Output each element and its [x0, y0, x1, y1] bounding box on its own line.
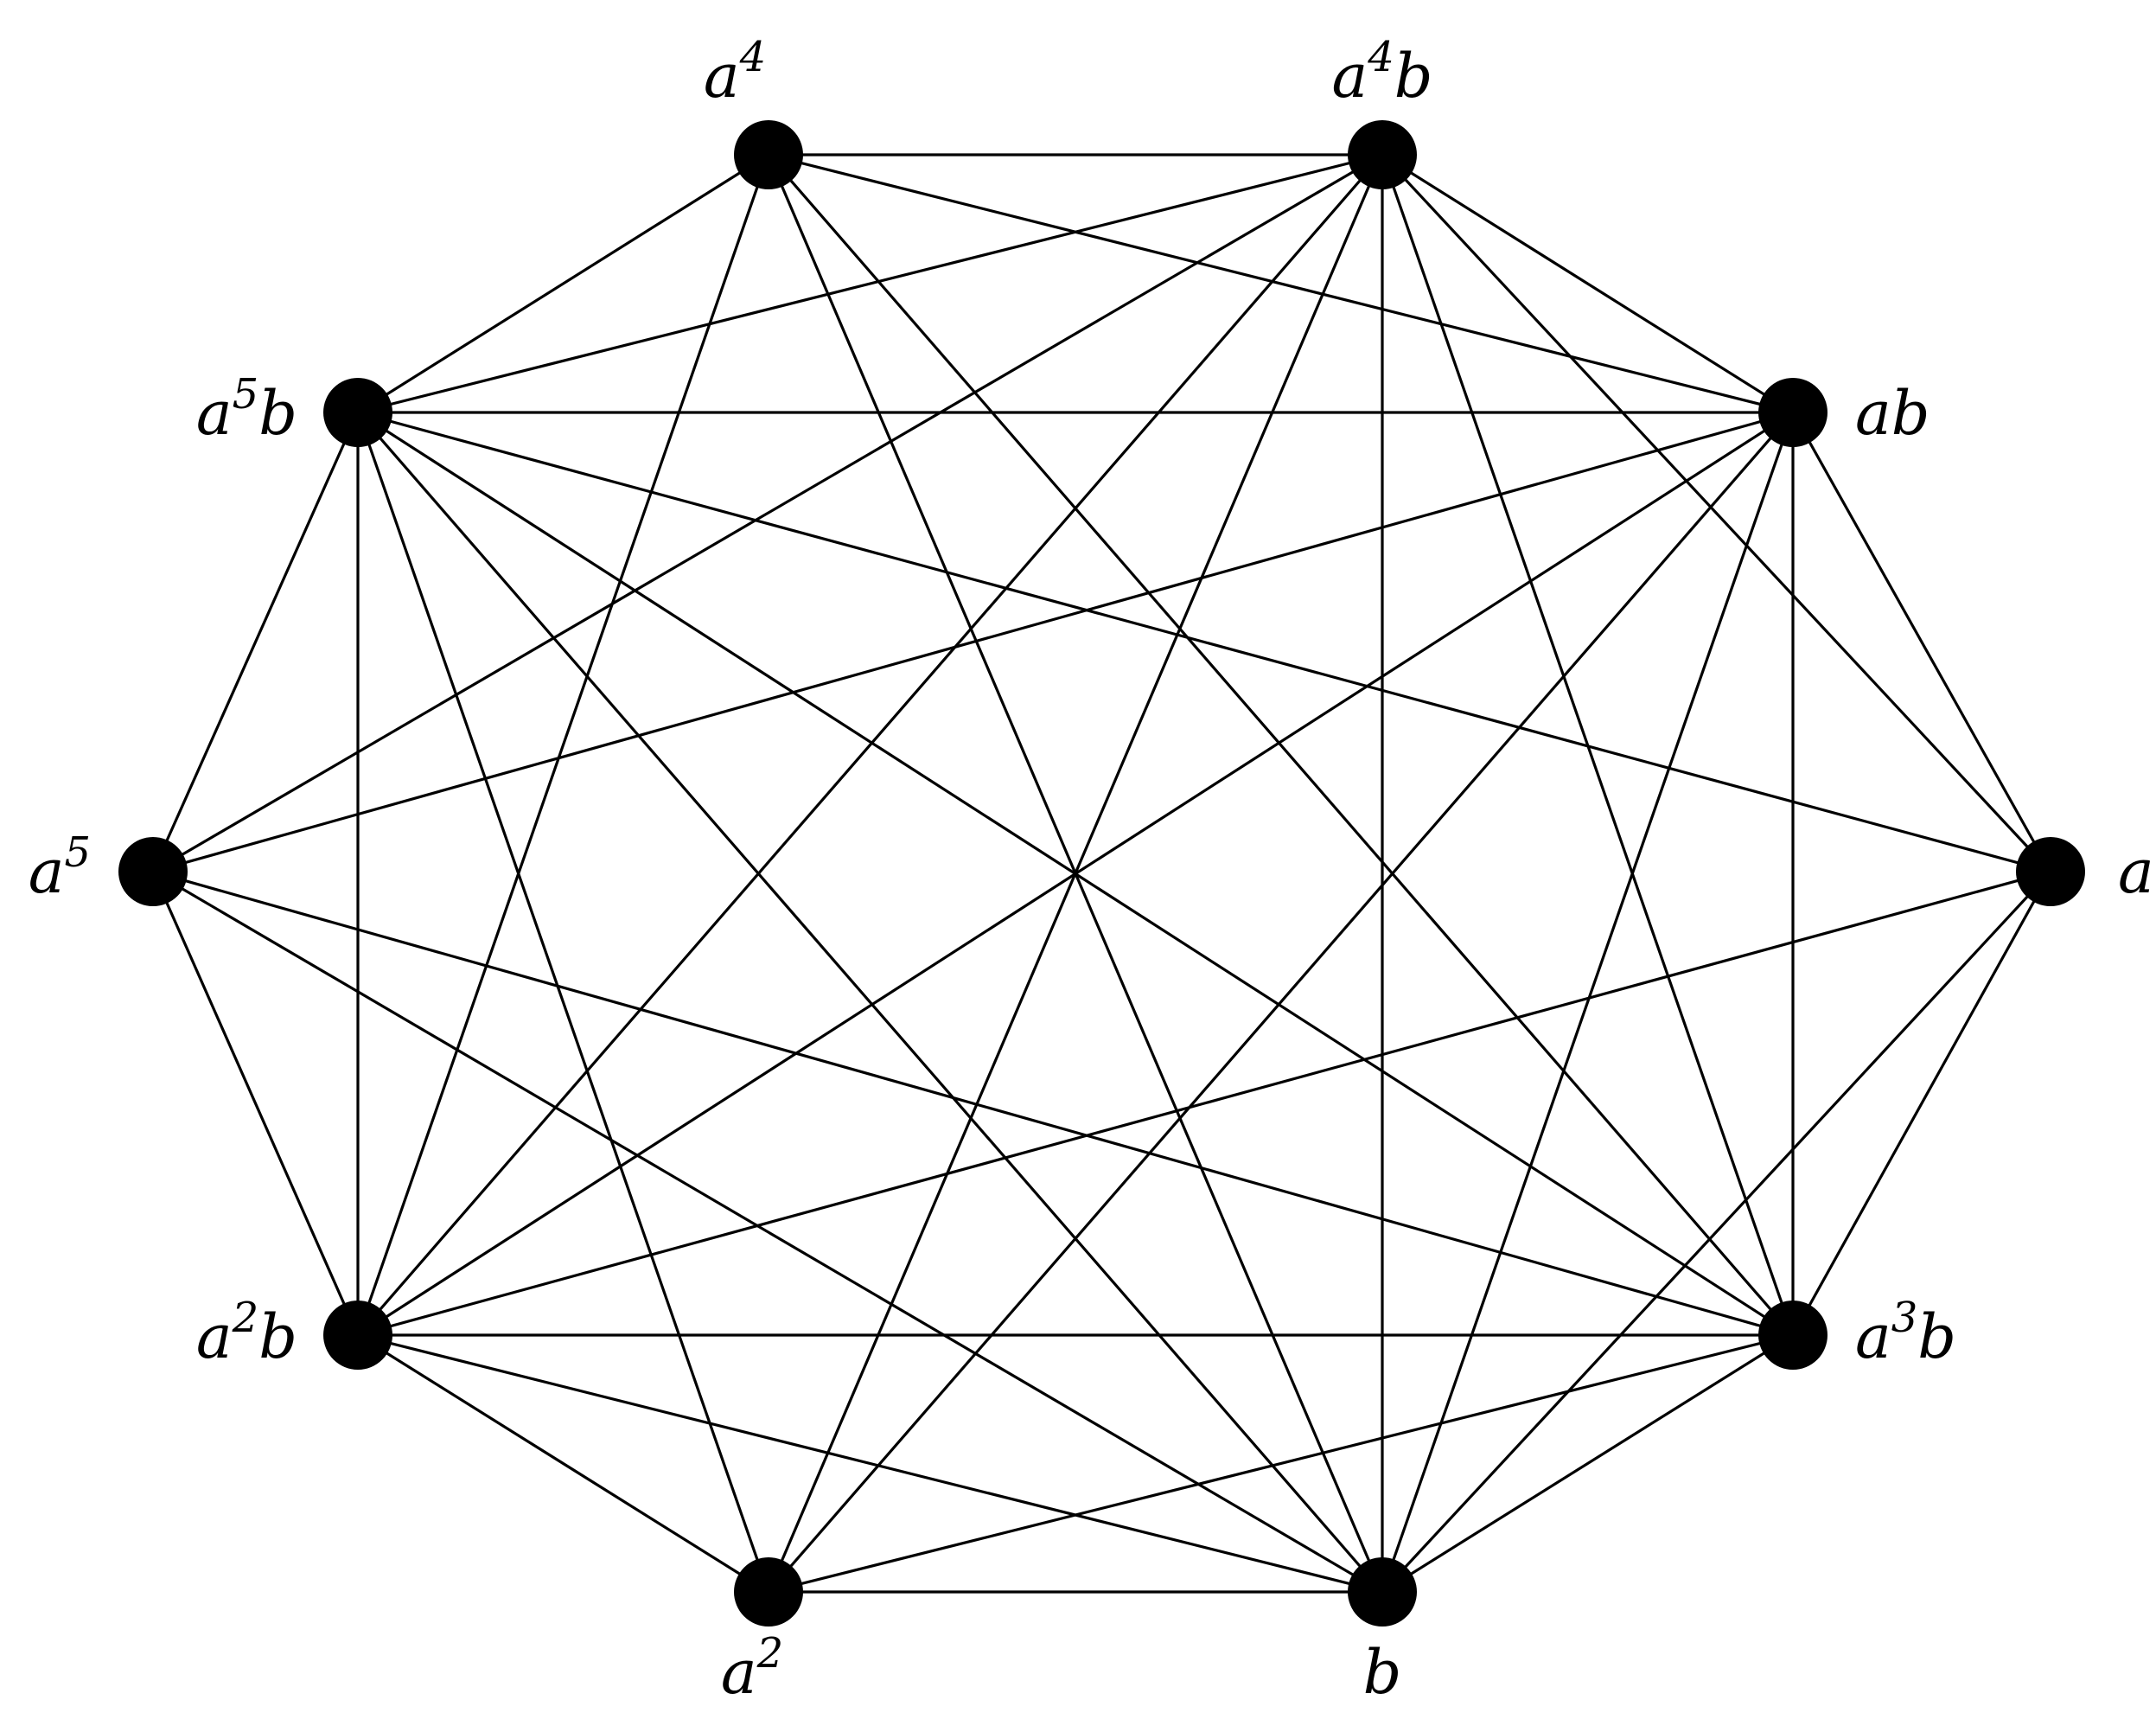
label-base: a — [1331, 41, 1368, 112]
node-ab — [1758, 378, 1827, 447]
edge-ab-a — [1791, 411, 2052, 873]
node-a — [2016, 837, 2085, 906]
label-base: a — [29, 836, 65, 907]
edge-a4b-a — [1381, 153, 2052, 873]
label-exponent: 5 — [64, 828, 91, 877]
label-base: a — [704, 41, 740, 112]
edge-a4-a3b — [767, 153, 1795, 1337]
edge-ab-a5 — [151, 411, 1795, 873]
edge-a-b — [1381, 870, 2052, 1594]
node-label-a: a — [2118, 836, 2154, 907]
label-suffix: b — [1363, 1637, 1402, 1708]
edge-a4b-a5 — [151, 153, 1384, 873]
edge-a2b-a5 — [151, 870, 360, 1337]
label-suffix: b — [1917, 1301, 1956, 1372]
edge-a3b-a5 — [151, 870, 1795, 1337]
node-a5 — [118, 837, 188, 906]
label-base: a — [196, 378, 233, 449]
node-b — [1348, 1557, 1417, 1627]
edge-ab-a2 — [767, 411, 1795, 1594]
edge-a2-a2b — [356, 1333, 770, 1594]
edge-ab-b — [1381, 411, 1795, 1594]
node-label-a2b: a2b — [196, 1294, 297, 1372]
edge-a4-a5b — [356, 153, 770, 414]
edge-a-a2b — [356, 870, 2052, 1337]
node-label-b: b — [1363, 1637, 1402, 1708]
node-a2 — [734, 1557, 803, 1627]
node-a2b — [323, 1301, 392, 1370]
node-a5b — [323, 378, 392, 447]
label-base: a — [196, 1301, 233, 1372]
label-exponent: 3 — [1891, 1294, 1918, 1342]
edge-a2-a5b — [356, 411, 770, 1594]
edge-a3b-a5b — [356, 411, 1795, 1337]
label-exponent: 4 — [739, 33, 767, 81]
nodes — [118, 120, 2085, 1627]
label-suffix: b — [258, 1301, 297, 1372]
edges — [151, 153, 2052, 1594]
edge-a5-a5b — [151, 411, 360, 873]
label-exponent: 2 — [232, 1294, 259, 1342]
edge-b-a5b — [356, 411, 1384, 1594]
node-a4b — [1348, 120, 1417, 189]
label-exponent: 5 — [233, 370, 259, 419]
node-label-a5: a5 — [29, 828, 91, 907]
edge-a4-a2b — [356, 153, 770, 1337]
label-exponent: 2 — [756, 1629, 784, 1678]
label-base: a — [1855, 1301, 1891, 1372]
node-label-a3b: a3b — [1855, 1294, 1956, 1372]
edge-b-a2b — [356, 1333, 1384, 1594]
node-label-a4b: a4b — [1331, 33, 1432, 112]
edge-a-a5b — [356, 411, 2052, 873]
label-base: a — [2118, 836, 2154, 907]
label-suffix: b — [258, 378, 297, 449]
node-label-a5b: a5b — [196, 370, 297, 449]
edge-a3b-b — [1381, 1333, 1795, 1594]
node-a4 — [734, 120, 803, 189]
edge-a3b-a2 — [767, 1333, 1795, 1594]
label-exponent: 4 — [1367, 33, 1394, 81]
edge-a4-ab — [767, 153, 1795, 414]
edge-a-a3b — [1791, 870, 2052, 1337]
label-base: a — [1855, 378, 1891, 449]
label-suffix: b — [1891, 378, 1930, 449]
edge-a4b-a5b — [356, 153, 1384, 414]
node-label-a2: a2 — [721, 1629, 783, 1708]
node-label-a4: a4 — [704, 33, 766, 112]
edge-a4b-ab — [1381, 153, 1795, 414]
edge-a4b-a2b — [356, 153, 1384, 1337]
node-a3b — [1758, 1301, 1827, 1370]
node-label-ab: ab — [1855, 378, 1930, 449]
edge-b-a5 — [151, 870, 1384, 1594]
label-base: a — [721, 1637, 757, 1708]
label-suffix: b — [1394, 41, 1433, 112]
